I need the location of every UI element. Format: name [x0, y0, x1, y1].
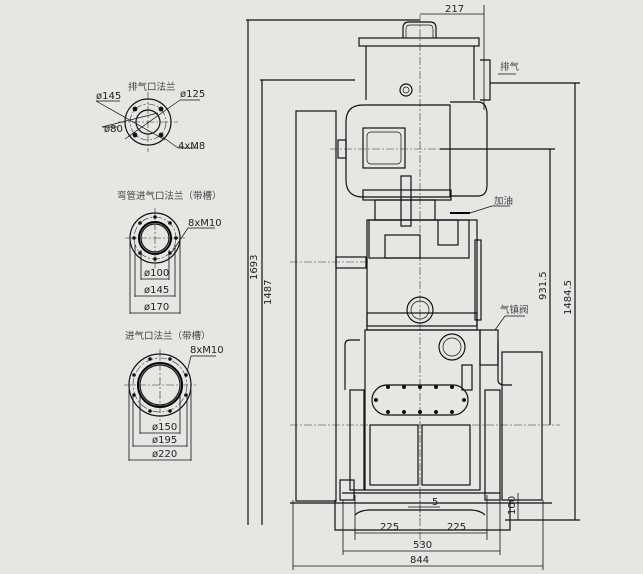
inlet-bore: ø150	[152, 422, 177, 433]
inlet-outer-dia: ø220	[152, 449, 177, 460]
exhaust-outer-dia: ø145	[96, 91, 121, 102]
oil-fill-label: 加油	[494, 195, 513, 207]
motor-body	[345, 104, 451, 198]
sight-glass-upper	[406, 296, 434, 324]
inlet-bolts: 8xM10	[190, 345, 224, 356]
elbow-bolt-circle: ø145	[144, 285, 169, 296]
dim-931-5: 931.5	[538, 271, 549, 300]
dim-217: 217	[445, 4, 464, 15]
elbow-outer-dia: ø170	[144, 302, 169, 313]
dim-1487: 1487	[263, 280, 274, 305]
inlet-flange-title: 进气口法兰（带槽）	[125, 330, 211, 342]
dim-225-right: 225	[447, 522, 466, 533]
dim-225-left: 225	[380, 522, 399, 533]
exhaust-flange-view: 排气口法兰 ø145 ø125 ø80 4xM8	[95, 81, 205, 152]
cover-bolts	[374, 385, 466, 414]
belt-guard	[295, 110, 337, 502]
dim-844: 844	[410, 555, 429, 566]
bolt-hole	[132, 106, 138, 112]
dim-1484-5: 1484.5	[563, 280, 574, 315]
exhaust-bore: ø80	[104, 124, 123, 135]
pump-elevation: 1693 1487 217 排气	[246, 4, 580, 570]
bolt-hole	[132, 132, 138, 138]
motor-fan-cover	[450, 101, 488, 197]
inlet-bolt-circle: ø195	[152, 435, 177, 446]
elbow-inlet-flange-view: 弯管进气口法兰（带槽） 8xM10 ø100 ø145 ø170	[117, 190, 222, 314]
exhaust-bolts: 4xM8	[178, 141, 205, 152]
elbow-bore: ø100	[144, 268, 169, 279]
elbow-bolts: 8xM10	[188, 218, 222, 229]
exhaust-bolt-circle: ø125	[180, 89, 205, 100]
inlet-flange-view: 进气口法兰（带槽） 8xM10 ø150 ø195 ø220	[124, 330, 224, 461]
terminal-box	[362, 127, 406, 169]
sight-glass-lower	[438, 333, 466, 361]
pump-body	[364, 329, 481, 491]
dim-530: 530	[413, 540, 432, 551]
dim-1693: 1693	[249, 255, 260, 280]
exhaust-flange-title: 排气口法兰	[128, 81, 176, 93]
exhaust-label: 排气	[500, 61, 520, 73]
elbow-flange-title: 弯管进气口法兰（带槽）	[117, 190, 222, 202]
lifting-handle	[402, 21, 437, 38]
gas-ballast-label: 气镇阀	[500, 304, 529, 316]
lifting-eye	[399, 83, 413, 97]
exhaust-cover	[358, 37, 480, 47]
motor-right	[501, 351, 543, 501]
dim-100: 100	[507, 496, 518, 515]
dim-5: 5	[432, 497, 438, 508]
bolt-hole	[158, 106, 164, 112]
